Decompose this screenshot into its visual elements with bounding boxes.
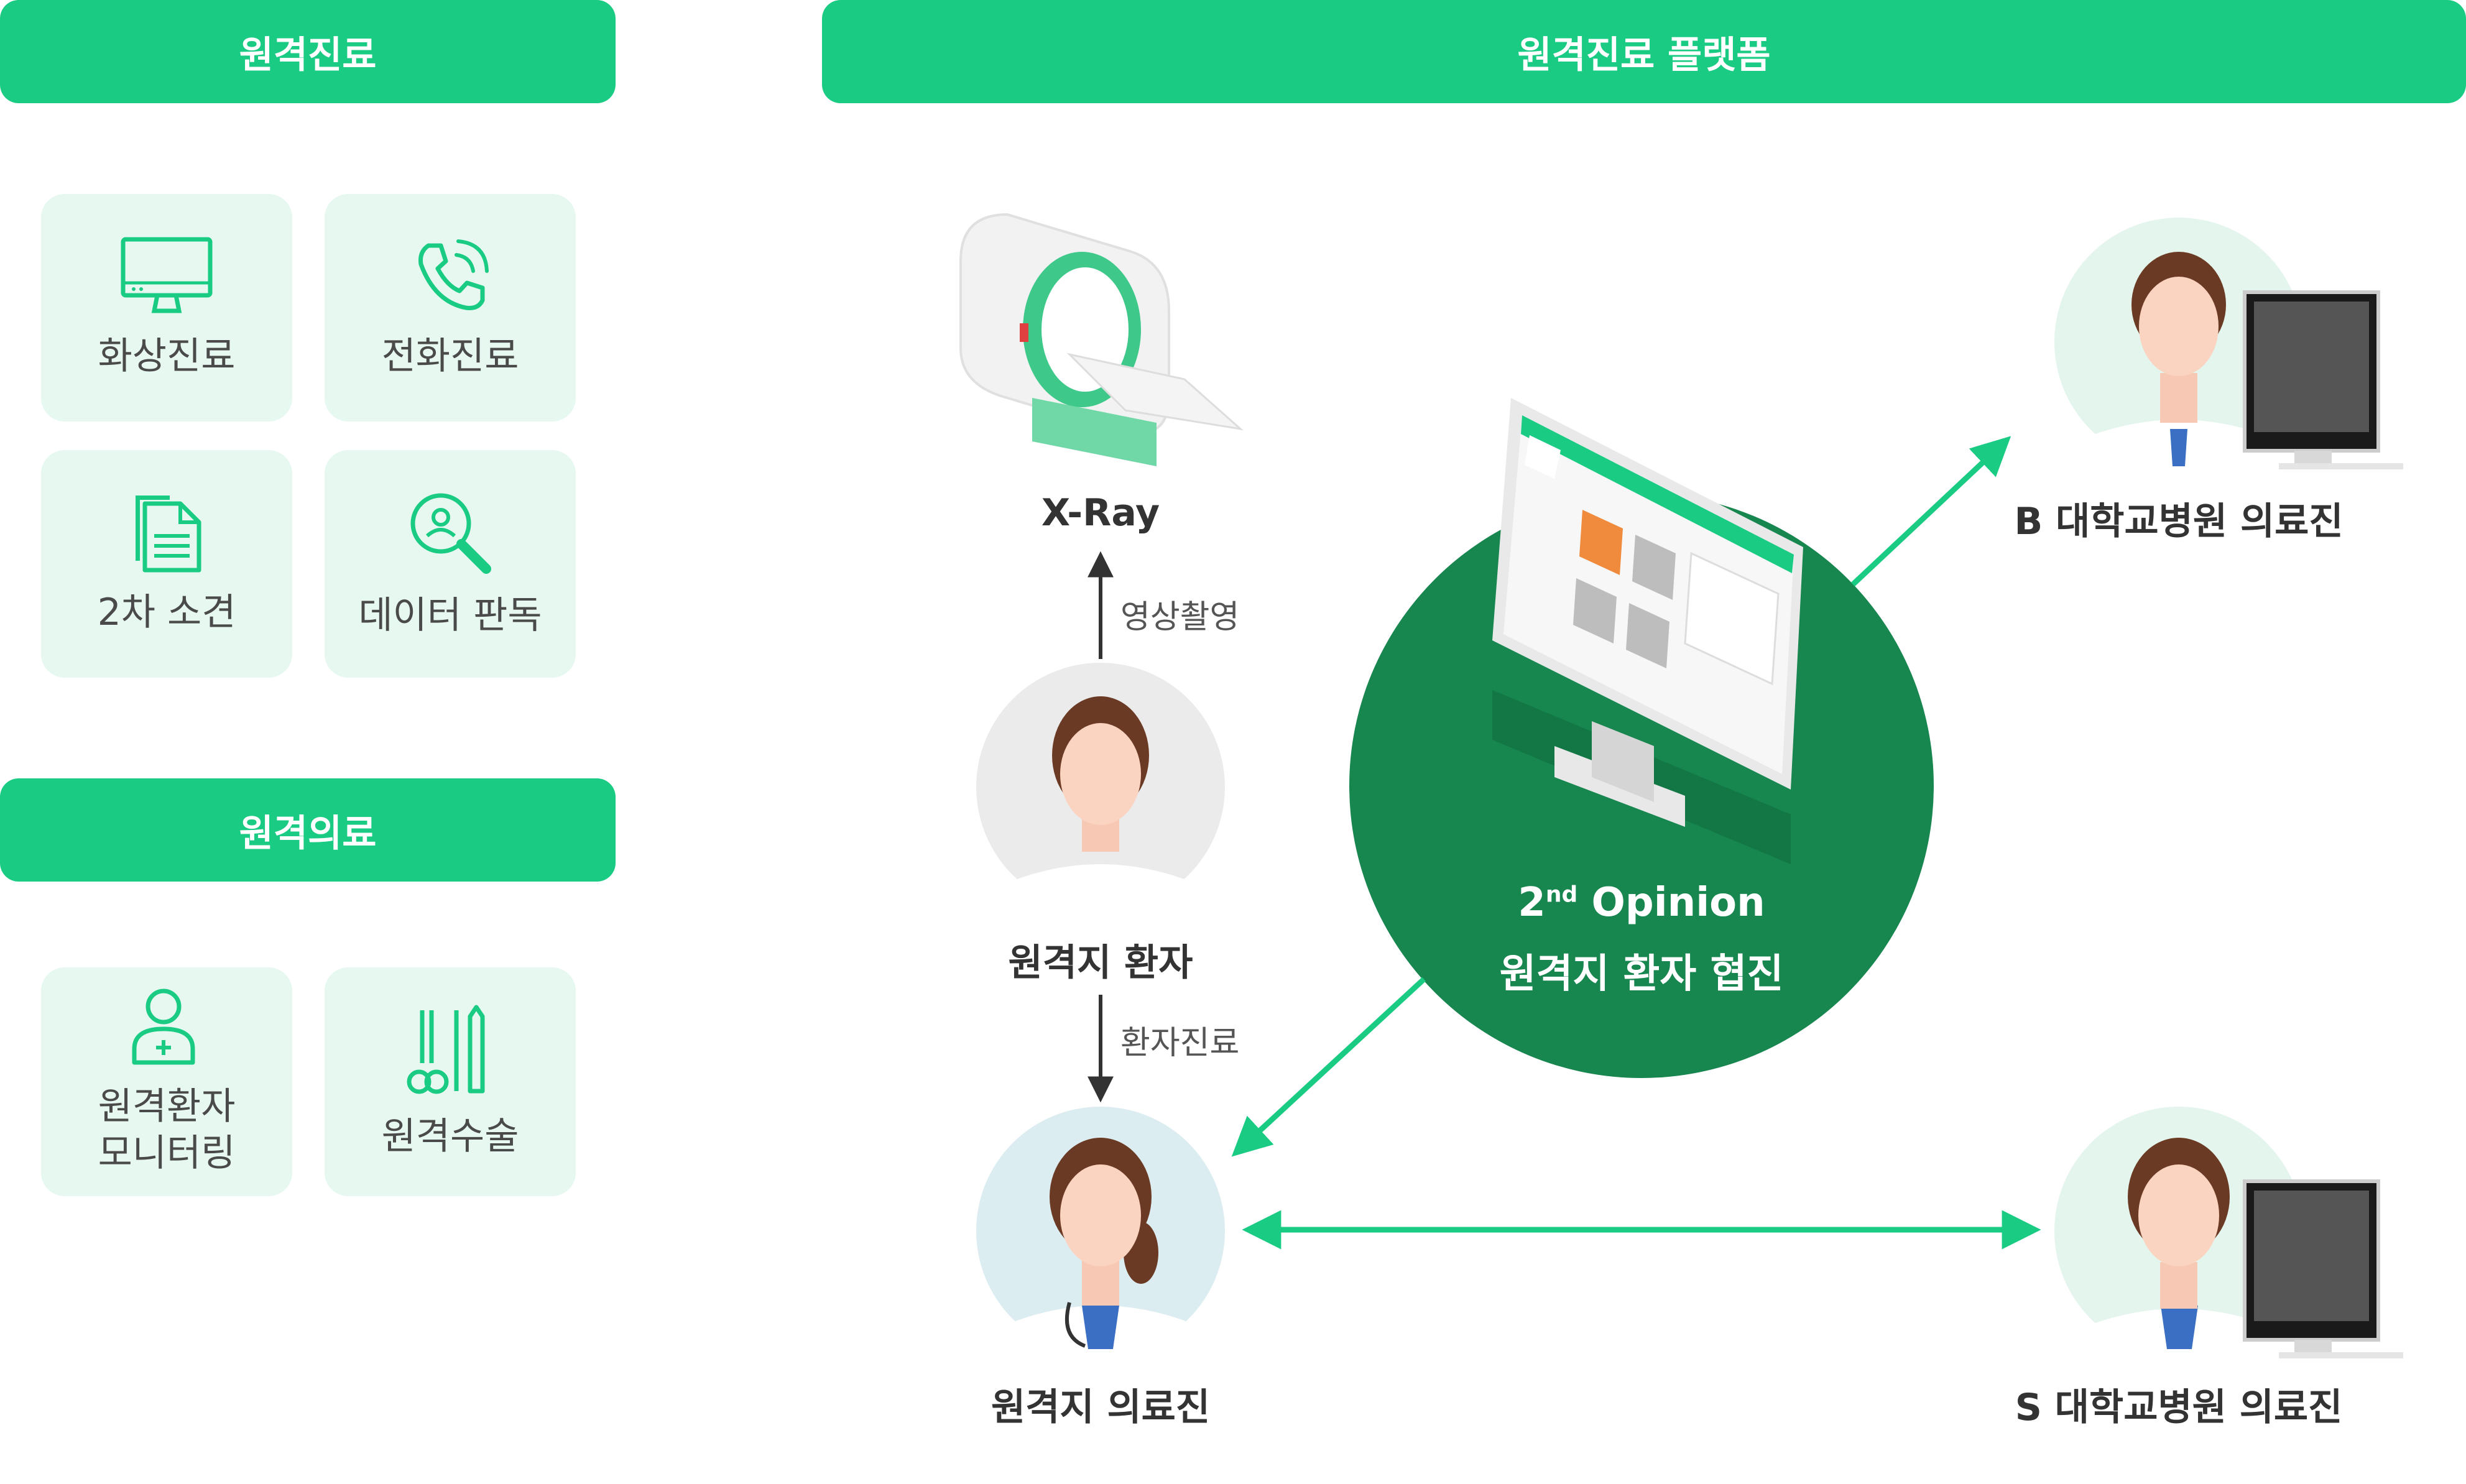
tile-label: 전화진료 xyxy=(381,334,519,378)
node-label-xray: X-Ray xyxy=(1041,491,1160,535)
edge-label-treatment: 환자진료 xyxy=(1120,1025,1240,1062)
document-icon xyxy=(136,495,201,572)
s-hospital-doctor-avatar xyxy=(2054,1107,2403,1358)
monitor-illustration xyxy=(1492,398,1803,864)
tile-data-reading[interactable]: 데이터 판독 xyxy=(325,450,576,678)
tile-label: 원격환자 모니터링 xyxy=(98,1085,236,1175)
tile-patient-monitoring[interactable]: 원격환자 모니터링 xyxy=(41,967,292,1196)
node-label-remote-doctor: 원격지 의료진 xyxy=(991,1386,1211,1429)
node-label-b-hospital: B 대학교병원 의료진 xyxy=(2014,500,2344,543)
center-title: 2nd Opinion xyxy=(1518,880,1765,926)
edge-label-imaging: 영상촬영 xyxy=(1120,599,1240,636)
tile-video-consult[interactable]: 화상진료 xyxy=(41,194,292,422)
tile-second-opinion[interactable]: 2차 소견 xyxy=(41,450,292,678)
center-title-number: 2 xyxy=(1518,880,1546,926)
center-subtitle: 원격지 환자 협진 xyxy=(1499,951,1784,997)
phone-icon xyxy=(418,239,489,310)
search-person-icon xyxy=(410,493,491,574)
header-platform: 원격진료 플랫폼 xyxy=(822,0,2466,103)
user-plus-icon xyxy=(132,989,195,1065)
header-remote-treatment: 원격진료 xyxy=(0,0,616,103)
tile-label: 원격수술 xyxy=(381,1114,519,1158)
arrow-to-remote-doctor xyxy=(1231,977,1426,1157)
remote-doctor-avatar xyxy=(976,1107,1225,1355)
node-label-s-hospital: S 대학교병원 의료진 xyxy=(2015,1386,2343,1429)
patient-avatar xyxy=(976,663,1225,911)
arrow-to-b-hospital xyxy=(1850,436,2011,587)
header-remote-medical: 원격의료 xyxy=(0,778,616,882)
tile-label: 2차 소견 xyxy=(97,590,236,634)
node-label-patient: 원격지 환자 xyxy=(1008,941,1193,985)
b-hospital-doctor-avatar xyxy=(2054,218,2403,469)
tile-label: 화상진료 xyxy=(98,334,236,378)
tile-remote-surgery[interactable]: 원격수술 xyxy=(325,967,576,1196)
center-title-sup: nd xyxy=(1545,882,1578,908)
xray-machine-illustration xyxy=(959,213,1244,466)
tile-phone-consult[interactable]: 전화진료 xyxy=(325,194,576,422)
tile-label: 데이터 판독 xyxy=(358,593,542,637)
surgical-tools-icon xyxy=(407,1005,485,1094)
monitor-icon xyxy=(121,237,213,313)
center-title-rest: Opinion xyxy=(1577,880,1765,926)
